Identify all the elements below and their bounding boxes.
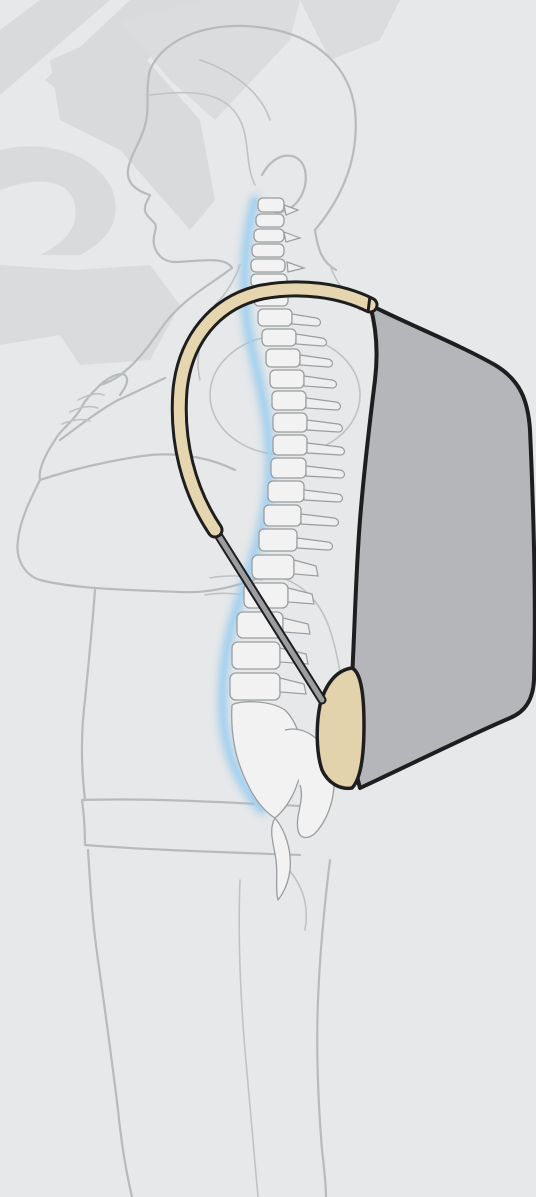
rib-stub [304,376,337,388]
vertebra-t3 [262,329,296,346]
hand-outline [60,374,165,440]
watermark-logo [0,0,400,365]
fingers-outline [62,394,104,424]
vertebra-c5 [251,259,285,272]
vertebra-t5 [270,370,304,388]
watermark-block [0,265,180,365]
cervical-vertebrae [251,198,304,287]
vertebra-l4 [232,642,280,669]
leg-front-outline [88,850,132,1197]
lumbar-processes [280,560,318,694]
rib-stub [300,355,333,367]
rib-stub [297,538,333,550]
watermark-ring [0,146,116,255]
vertebra-t7 [273,413,307,432]
vertebra-t8 [273,435,307,455]
vertebra-t9 [271,458,306,478]
vertebra-t2 [258,309,292,326]
vertebra-t4 [266,349,300,367]
arm-outline-lower [40,454,235,480]
rib-stub [292,314,321,326]
neck-outline [315,230,336,270]
rib-stub [304,490,343,502]
rib-stub [301,514,339,526]
torso-front-outline [82,590,95,800]
rib-stub [296,334,327,346]
vertebra-t12 [259,529,297,551]
strap-top-edge [368,296,370,312]
vertebra-t6 [272,391,306,410]
vertebra-t10 [268,481,304,502]
vertebra-c2 [256,214,284,227]
backpack-body [351,305,535,788]
vertebra-c3 [254,229,284,242]
backpack-bottom-pad [317,668,364,788]
coccyx-bone [272,818,291,900]
rib-stub [306,466,345,478]
vertebra-l5 [230,673,280,700]
rib-stub [307,443,345,455]
rib-stub [306,398,341,410]
leg-inner-outline [239,880,258,1197]
rib-stub [307,420,343,432]
spinous-process-c [284,205,304,272]
vertebra-t11 [264,505,301,526]
vertebra-l1 [252,555,294,579]
watermark-stripe-4 [300,0,400,60]
sacrum-bone [232,702,302,818]
vertebra-c4 [252,244,284,257]
leg-back-outline [317,860,330,1197]
vertebra-c1 [258,198,284,212]
